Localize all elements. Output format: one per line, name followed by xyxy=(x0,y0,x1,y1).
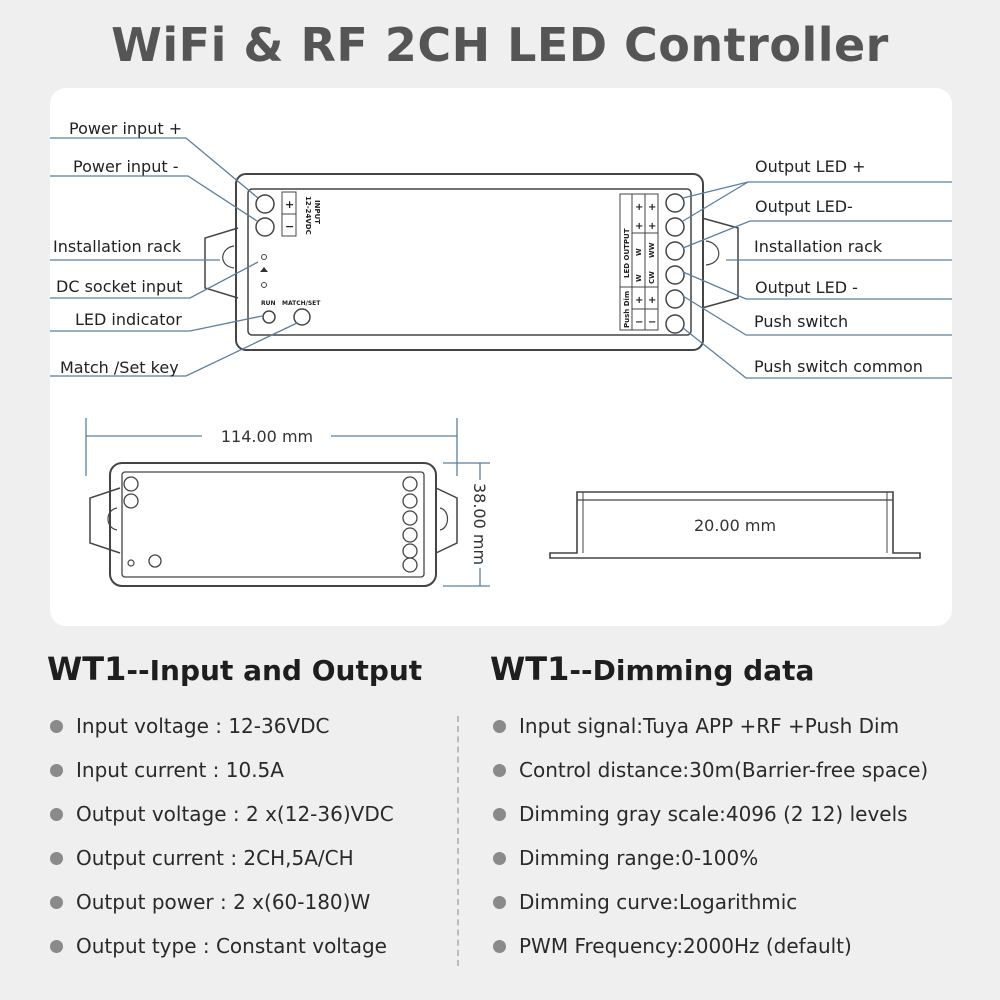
list-item: Output current : 2CH,5A/CH xyxy=(50,846,394,890)
device-push-minus-1: − xyxy=(635,317,643,328)
right-heading-title: --Dimming data xyxy=(569,654,815,687)
wiring-diagram: INPUT 12-24VDC + − RUN MATCH/SET LED OUT… xyxy=(50,119,952,587)
device-voltage-label: 12-24VDC xyxy=(304,196,312,235)
right-heading-model: WT1 xyxy=(490,650,570,688)
list-item: Dimming gray scale:4096 (2 12) levels xyxy=(493,802,928,846)
bullet-icon xyxy=(493,764,506,777)
device-push-minus-2: − xyxy=(648,317,656,328)
device-push-plus-2: + xyxy=(648,295,656,306)
label-led-indicator: LED indicator xyxy=(75,310,182,329)
list-item: Input signal:Tuya APP +RF +Push Dim xyxy=(493,714,928,758)
controller-dimension-view xyxy=(89,462,458,587)
bullet-icon xyxy=(50,720,63,733)
page-title: WiFi & RF 2CH LED Controller xyxy=(111,18,889,72)
dimension-lines xyxy=(85,418,490,587)
device-w2-label: W xyxy=(635,248,643,256)
bullet-icon xyxy=(493,940,506,953)
device-push-plus-1: + xyxy=(635,295,643,306)
list-item: Dimming range:0-100% xyxy=(493,846,928,890)
section-divider xyxy=(457,716,459,966)
device-minus-sign: − xyxy=(285,220,294,233)
bullet-icon xyxy=(50,940,63,953)
list-item: Output type : Constant voltage xyxy=(50,934,394,978)
dimming-spec-list: Input signal:Tuya APP +RF +Push Dim Cont… xyxy=(493,714,928,978)
device-w1-label: W xyxy=(635,274,643,282)
right-section-heading: WT1--Dimming data xyxy=(490,650,814,688)
callout-lines xyxy=(50,137,952,379)
list-item: PWM Frequency:2000Hz (default) xyxy=(493,934,928,978)
device-match-label: MATCH/SET xyxy=(282,300,321,307)
device-push-dim-label: Push Dim xyxy=(623,291,631,328)
list-item: Output power : 2 x(60-180)W xyxy=(50,890,394,934)
label-installation-rack-left: Installation rack xyxy=(53,237,182,256)
device-cw-label: CW xyxy=(648,271,656,284)
left-heading-title: --Input and Output xyxy=(126,654,423,687)
list-item: Output voltage : 2 x(12-36)VDC xyxy=(50,802,394,846)
label-push-switch: Push switch xyxy=(754,312,848,331)
device-out-plus-1: + xyxy=(635,202,643,213)
label-power-input-minus: Power input - xyxy=(73,157,178,176)
label-installation-rack-right: Installation rack xyxy=(754,237,883,256)
device-out-plus-3: + xyxy=(635,221,643,232)
bullet-icon xyxy=(493,720,506,733)
label-match-set-key: Match /Set key xyxy=(60,358,179,377)
device-input-label: INPUT xyxy=(313,200,321,224)
label-output-led-minus-2: Output LED - xyxy=(755,278,858,297)
bullet-icon xyxy=(493,852,506,865)
left-heading-model: WT1 xyxy=(47,650,127,688)
input-output-spec-list: Input voltage : 12-36VDC Input current :… xyxy=(50,714,394,978)
device-out-plus-4: + xyxy=(648,221,656,232)
dimension-height: 20.00 mm xyxy=(694,516,776,535)
left-section-heading: WT1--Input and Output xyxy=(47,650,422,688)
bullet-icon xyxy=(50,808,63,821)
label-output-led-plus: Output LED + xyxy=(755,157,866,176)
dimension-width: 38.00 mm xyxy=(470,483,489,565)
bullet-icon xyxy=(50,852,63,865)
bullet-icon xyxy=(50,764,63,777)
controller-side-view xyxy=(549,491,921,559)
bullet-icon xyxy=(50,896,63,909)
dimension-length: 114.00 mm xyxy=(221,427,313,446)
device-run-label: RUN xyxy=(261,300,276,307)
list-item: Dimming curve:Logarithmic xyxy=(493,890,928,934)
controller-top-view xyxy=(204,173,739,351)
label-push-switch-common: Push switch common xyxy=(754,357,923,376)
device-ww-label: WW xyxy=(648,242,656,258)
label-dc-socket-input: DC socket input xyxy=(56,277,183,296)
bullet-icon xyxy=(493,808,506,821)
list-item: Input current : 10.5A xyxy=(50,758,394,802)
diagram-panel: INPUT 12-24VDC + − RUN MATCH/SET LED OUT… xyxy=(50,88,952,626)
device-plus-sign: + xyxy=(285,198,294,211)
bullet-icon xyxy=(493,896,506,909)
label-output-led-minus-1: Output LED- xyxy=(755,197,853,216)
list-item: Input voltage : 12-36VDC xyxy=(50,714,394,758)
list-item: Control distance:30m(Barrier-free space) xyxy=(493,758,928,802)
device-out-plus-2: + xyxy=(648,202,656,213)
label-power-input-plus: Power input + xyxy=(69,119,182,138)
device-led-output-label: LED OUTPUT xyxy=(623,228,631,278)
